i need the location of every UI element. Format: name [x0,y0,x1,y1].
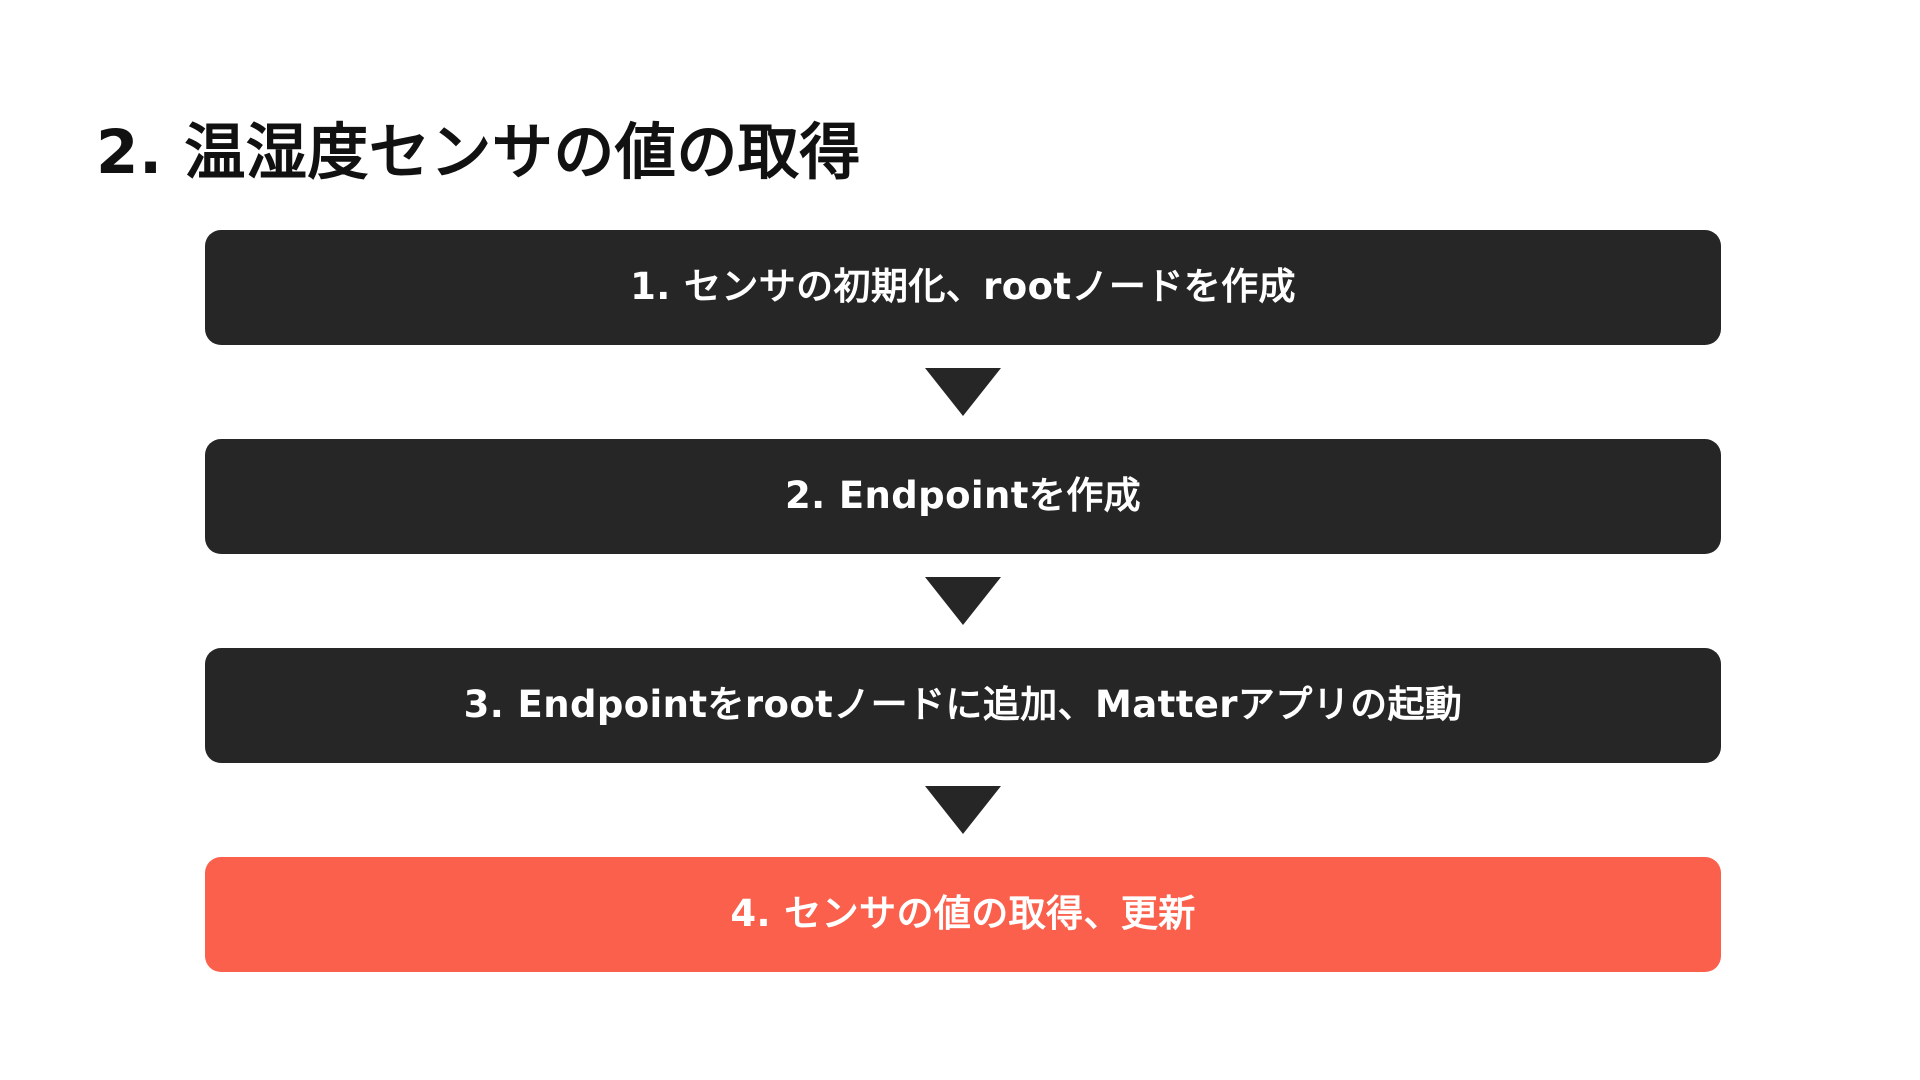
flow-connector-1 [205,345,1721,439]
triangle-down-icon [925,577,1001,625]
flow-step-3[interactable]: 3. Endpointをrootノードに追加、Matterアプリの起動 [205,648,1721,763]
flow-step-1[interactable]: 1. センサの初期化、rootノードを作成 [205,230,1721,345]
flow-step-4[interactable]: 4. センサの値の取得、更新 [205,857,1721,972]
flow-step-4-label: 4. センサの値の取得、更新 [730,892,1196,936]
flow-step-1-label: 1. センサの初期化、rootノードを作成 [630,265,1296,309]
flow-connector-3 [205,763,1721,857]
flow-connector-2 [205,554,1721,648]
page-title: 2. 温湿度センサの値の取得 [96,116,861,188]
triangle-down-icon [925,786,1001,834]
flow-step-2[interactable]: 2. Endpointを作成 [205,439,1721,554]
triangle-down-icon [925,368,1001,416]
flow-step-2-label: 2. Endpointを作成 [785,474,1141,518]
flow-step-3-label: 3. Endpointをrootノードに追加、Matterアプリの起動 [463,683,1463,727]
flow-diagram: 1. センサの初期化、rootノードを作成 2. Endpointを作成 3. … [205,230,1721,972]
